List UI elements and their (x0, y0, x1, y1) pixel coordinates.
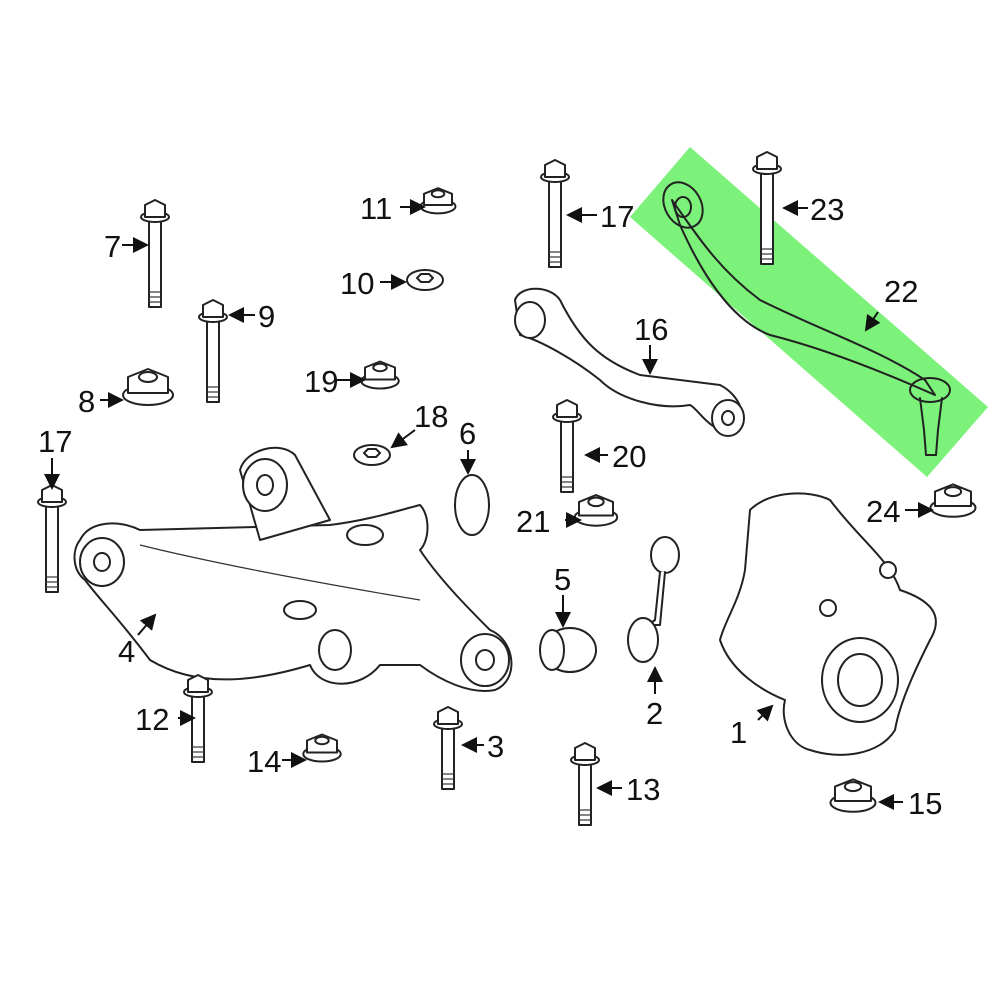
nut-24-icon (929, 483, 977, 518)
callout-5[interactable]: 5 (554, 562, 571, 597)
bolt-13-icon (570, 742, 600, 826)
part-5-bushing (539, 627, 597, 673)
washer-10-icon (406, 269, 444, 291)
callout-10[interactable]: 10 (340, 266, 374, 301)
part-1-knuckle (719, 492, 937, 756)
fasteners (37, 151, 977, 826)
callout-12[interactable]: 12 (135, 702, 169, 737)
callout-18[interactable]: 18 (414, 399, 448, 434)
bolt-17-top-icon (540, 159, 570, 268)
callout-arrows (44, 199, 934, 810)
callout-17-top[interactable]: 17 (600, 199, 634, 234)
part-22-control-arm[interactable] (655, 175, 951, 456)
callout-9[interactable]: 9 (258, 299, 275, 334)
callout-1[interactable]: 1 (730, 715, 747, 750)
part-4-lower-control-arm (73, 446, 513, 692)
callout-22[interactable]: 22 (884, 274, 918, 309)
bolt-20-icon (552, 399, 582, 493)
bolt-23-icon (752, 151, 782, 265)
callout-17-left[interactable]: 17 (38, 424, 72, 459)
part-16-control-arm (514, 287, 745, 437)
callout-8[interactable]: 8 (78, 384, 95, 419)
callout-24[interactable]: 24 (866, 494, 900, 529)
washer-18-icon (353, 444, 391, 466)
bolt-3-icon (433, 706, 463, 790)
bolt-7-icon (140, 199, 170, 308)
highlight-part-22[interactable] (630, 147, 988, 477)
callout-20[interactable]: 20 (612, 439, 646, 474)
callout-16[interactable]: 16 (634, 312, 668, 347)
callout-19[interactable]: 19 (304, 364, 338, 399)
bolt-12-icon (183, 674, 213, 763)
part-2-stabilizer-link (627, 536, 680, 663)
callout-11[interactable]: 11 (360, 191, 392, 226)
callout-13[interactable]: 13 (626, 772, 660, 807)
nut-21-icon (573, 494, 619, 527)
callout-2[interactable]: 2 (646, 696, 663, 731)
callout-15[interactable]: 15 (908, 786, 942, 821)
callout-arrow (137, 613, 157, 636)
nut-15-icon (829, 778, 877, 813)
callout-4[interactable]: 4 (118, 634, 135, 669)
callout-3[interactable]: 3 (487, 729, 504, 764)
bolt-9-icon (198, 299, 228, 403)
callout-arrow (756, 704, 774, 722)
nut-14-icon (302, 733, 342, 763)
callout-arrow (864, 311, 881, 332)
callout-14[interactable]: 14 (247, 744, 281, 779)
callout-6[interactable]: 6 (459, 416, 476, 451)
callout-7[interactable]: 7 (104, 229, 121, 264)
part-6-ring (454, 474, 490, 536)
callout-arrow (390, 429, 416, 449)
callout-23[interactable]: 23 (810, 192, 844, 227)
callout-21[interactable]: 21 (516, 504, 550, 539)
callout-labels: 1 2 3 4 5 6 7 8 9 10 11 12 13 14 15 16 1… (38, 191, 942, 821)
nut-11-icon (419, 187, 457, 215)
bolt-17-left-icon (37, 484, 67, 593)
nut-19-icon (360, 360, 400, 390)
nut-8-icon (122, 368, 174, 406)
